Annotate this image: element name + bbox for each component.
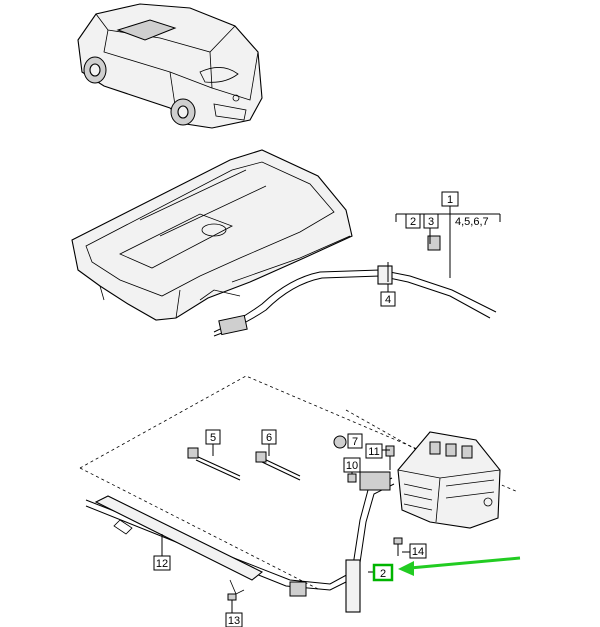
svg-text:13: 13 <box>228 615 240 627</box>
cable-tie-5-part <box>187 444 241 481</box>
upper-wiring-harness <box>199 235 497 337</box>
underbody-pan <box>71 149 353 321</box>
callout-2-highlighted[interactable]: 2 <box>368 563 394 582</box>
callout-11[interactable]: 11 <box>365 443 390 459</box>
svg-text:2: 2 <box>380 568 386 580</box>
svg-text:6: 6 <box>266 432 272 444</box>
svg-text:4,5,6,7: 4,5,6,7 <box>455 216 489 228</box>
svg-text:11: 11 <box>368 446 379 458</box>
svg-text:2: 2 <box>410 216 416 228</box>
small-fasteners <box>227 435 403 614</box>
callout-12[interactable]: 12 <box>153 534 171 571</box>
callout-14[interactable]: 14 <box>402 543 427 559</box>
callout-7[interactable]: 7 <box>347 433 363 449</box>
svg-text:7: 7 <box>352 436 358 448</box>
svg-text:4: 4 <box>385 294 391 306</box>
cable-tie-6-part <box>255 444 301 481</box>
vehicle-illustration <box>77 3 263 129</box>
svg-text:1: 1 <box>447 194 453 206</box>
control-unit <box>397 431 501 529</box>
svg-text:10: 10 <box>346 460 358 472</box>
lower-wiring-harness <box>85 471 395 613</box>
callout-10[interactable]: 10 <box>343 457 361 474</box>
callout-2-top[interactable]: 2 <box>405 213 421 229</box>
callout-3[interactable]: 3 <box>423 213 439 229</box>
green-arrow-icon <box>398 556 521 576</box>
svg-text:5: 5 <box>210 432 216 444</box>
svg-text:3: 3 <box>428 216 434 228</box>
callout-6[interactable]: 6 <box>261 429 277 445</box>
svg-text:14: 14 <box>412 546 424 558</box>
callout-4567[interactable]: 4,5,6,7 <box>455 216 489 228</box>
callout-5[interactable]: 5 <box>205 429 221 445</box>
callout-13[interactable]: 13 <box>225 612 243 627</box>
svg-text:12: 12 <box>156 558 168 570</box>
callout-1[interactable]: 1 <box>441 191 459 207</box>
callout-4[interactable]: 4 <box>380 291 396 307</box>
